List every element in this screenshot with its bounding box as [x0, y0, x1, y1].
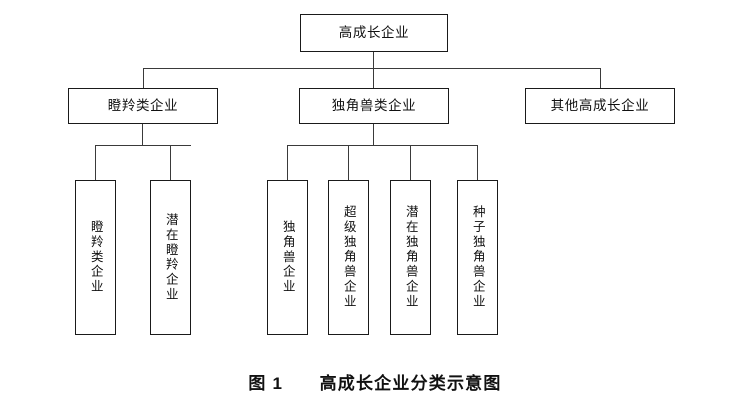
node-seed-unicorn-enterprise[interactable]: 种子独角兽企业 — [457, 180, 498, 335]
figure-caption: 图 1 高成长企业分类示意图 — [248, 374, 502, 393]
node-other-high-growth-enterprise[interactable]: 其他高成长企业 — [525, 88, 675, 124]
node-potential-gazelle-enterprise[interactable]: 潜在瞪羚企业 — [150, 180, 191, 335]
node-unicorn-type-enterprise[interactable]: 独角兽类企业 — [299, 88, 449, 124]
node-label: 种子独角兽企业 — [470, 205, 485, 310]
connector-unicorn-stem — [373, 124, 375, 146]
node-label: 其他高成长企业 — [550, 97, 650, 113]
node-high-growth-enterprise[interactable]: 高成长企业 — [300, 14, 448, 52]
connector-drop-potential-unicorn-enterprise — [410, 145, 412, 180]
node-label: 超级独角兽企业 — [341, 205, 356, 310]
node-gazelle-enterprise[interactable]: 瞪羚类企业 — [75, 180, 116, 335]
connector-unicorn-bus — [287, 145, 478, 147]
node-label: 独角兽类企业 — [331, 97, 417, 113]
connector-gazelle-stem — [142, 124, 144, 146]
connector-drop-unicorn-enterprise — [287, 145, 289, 180]
connector-drop-seed-unicorn-enterprise — [477, 145, 479, 180]
connector-drop-gazelle-enterprise — [95, 145, 97, 180]
connector-level1-bus — [143, 68, 601, 70]
connector-drop-other-high-growth — [600, 68, 602, 89]
node-gazelle-type-enterprise[interactable]: 瞪羚类企业 — [68, 88, 218, 124]
node-label: 潜在独角兽企业 — [403, 205, 418, 310]
node-unicorn-enterprise[interactable]: 独角兽企业 — [267, 180, 308, 335]
connector-drop-potential-gazelle-enterprise — [170, 145, 172, 180]
node-super-unicorn-enterprise[interactable]: 超级独角兽企业 — [328, 180, 369, 335]
connector-gazelle-bus — [95, 145, 191, 147]
connector-drop-super-unicorn-enterprise — [348, 145, 350, 180]
node-label: 潜在瞪羚企业 — [163, 212, 178, 303]
node-label: 瞪羚类企业 — [88, 220, 103, 295]
connector-drop-unicorn-type — [373, 68, 375, 89]
node-label: 高成长企业 — [338, 24, 410, 40]
connector-drop-gazelle-type — [143, 68, 145, 89]
node-potential-unicorn-enterprise[interactable]: 潜在独角兽企业 — [390, 180, 431, 335]
node-label: 瞪羚类企业 — [107, 97, 179, 113]
node-label: 独角兽企业 — [280, 220, 295, 295]
